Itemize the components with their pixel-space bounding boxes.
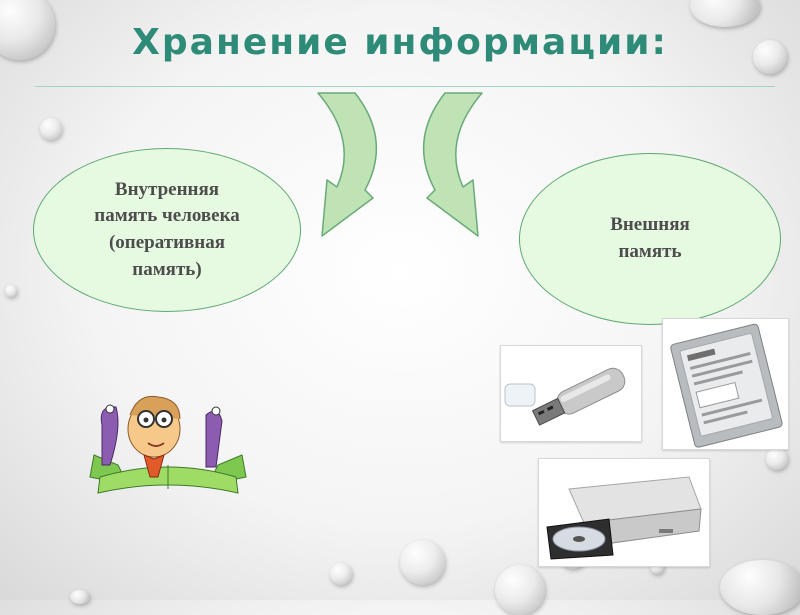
bubble-decoration [400, 540, 445, 585]
bubble-decoration [40, 118, 62, 140]
optical-drive-icon [546, 476, 702, 560]
curved-arrow-right-icon [422, 92, 483, 237]
hard-disk-icon [670, 323, 783, 448]
flash-drive-image [500, 345, 642, 442]
bubble-decoration [330, 563, 352, 585]
title-divider [35, 86, 775, 87]
cartoon-reading-student-image [88, 385, 248, 505]
curved-arrow-left-icon [317, 92, 378, 237]
internal-memory-label: Внутренняя память человека (оперативная … [94, 178, 240, 280]
external-memory-label: Внешняя память [610, 214, 690, 262]
bubble-decoration [766, 448, 788, 470]
bubble-decoration [5, 285, 17, 297]
hard-disk-image [662, 318, 789, 450]
optical-drive-image [538, 458, 710, 567]
curved-arrows [317, 92, 483, 237]
external-memory-ellipse: Внешняя память [519, 153, 781, 325]
flash-drive-icon [504, 367, 626, 426]
bubble-decoration [753, 40, 787, 74]
cartoon-student-icon [89, 395, 247, 494]
internal-memory-ellipse: Внутренняя память человека (оперативная … [33, 148, 301, 312]
slide-title: Хранение информации: [132, 22, 668, 63]
